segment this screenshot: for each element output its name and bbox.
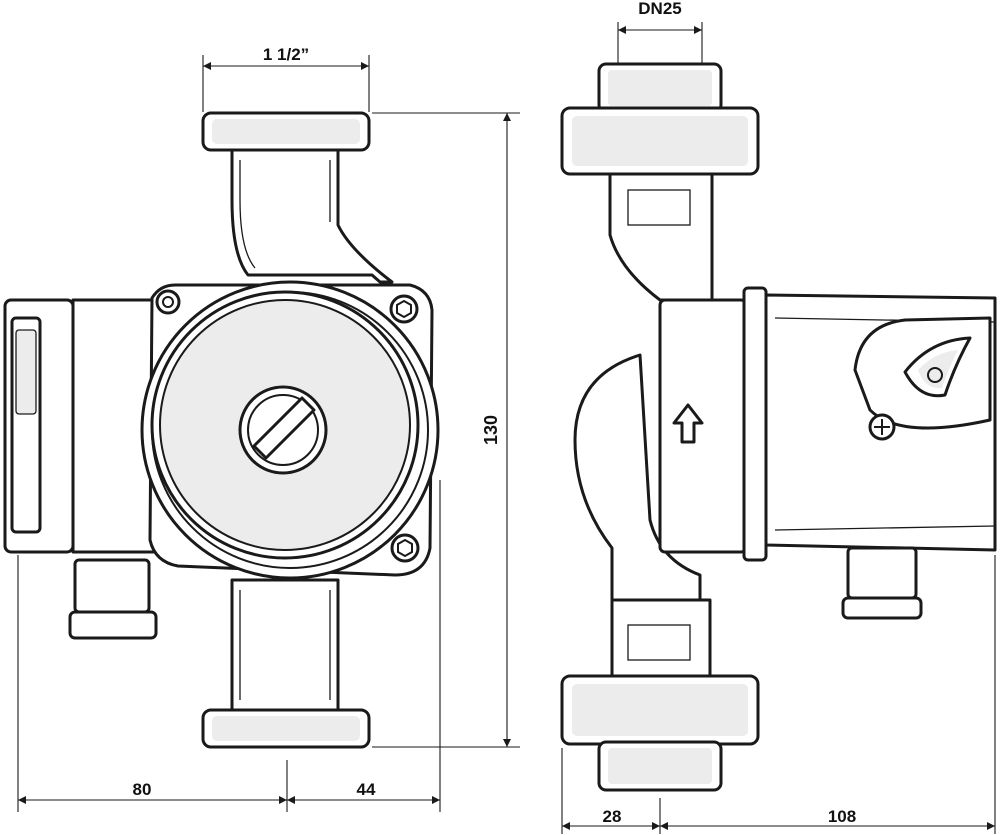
dim-label-height: 130: [481, 415, 501, 445]
side-top-neck: [608, 172, 714, 302]
dim-label-nominal-diameter: DN25: [638, 0, 681, 18]
speed-selector-knob-icon: [903, 336, 972, 398]
front-cable-gland: [73, 558, 151, 614]
dim-label-front-left-depth: 80: [133, 780, 152, 799]
front-gland-nut: [68, 610, 158, 640]
dim-label-side-left-width: 28: [603, 807, 622, 826]
side-cable-gland: [846, 546, 918, 600]
hex-bolt-icon: [389, 294, 419, 324]
hex-bolt-icon: [155, 289, 181, 315]
side-view: [560, 62, 997, 792]
side-pump-head: [658, 298, 748, 554]
side-gland-nut: [841, 596, 923, 620]
dim-label-pipe-thread: 1 1/2”: [263, 45, 309, 64]
side-bottom-neck: [610, 598, 712, 678]
dim-label-side-right-width: 108: [828, 807, 856, 826]
front-bottom-pipe: [230, 578, 340, 712]
front-view: [3, 111, 440, 749]
front-vent-slot: [252, 396, 316, 460]
hex-bolt-icon: [390, 533, 420, 563]
dimension-lines: [17, 22, 996, 834]
front-top-pipe: [230, 148, 394, 284]
dim-label-front-right-depth: 44: [357, 780, 376, 799]
side-volute: [573, 353, 702, 627]
side-flange-ring: [742, 286, 768, 562]
phillips-screw-icon: [868, 413, 896, 441]
flow-direction-arrow-icon: [672, 403, 704, 444]
